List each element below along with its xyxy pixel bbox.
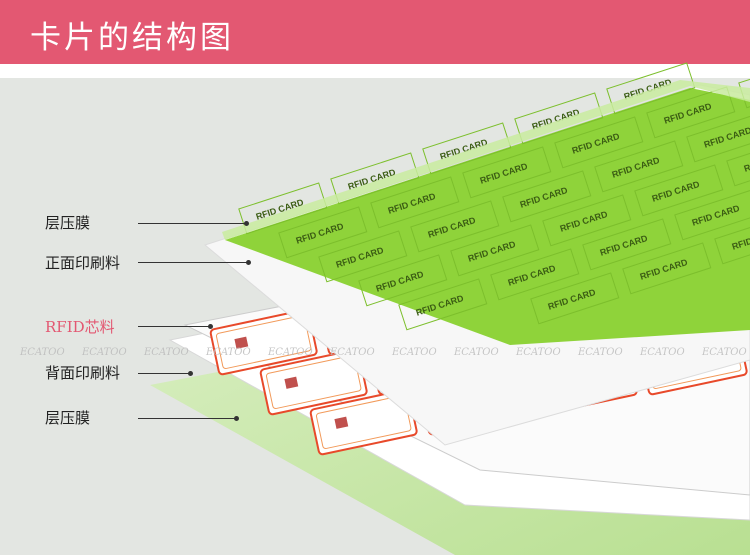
card-outline bbox=[370, 176, 460, 229]
card-outline bbox=[278, 206, 368, 259]
card-outline bbox=[514, 92, 604, 145]
leader-line-back-print bbox=[138, 373, 190, 374]
ecatoo-watermark: ECATOO bbox=[515, 347, 561, 358]
leader-dot-rfid-inlay bbox=[208, 324, 213, 329]
card-outline bbox=[726, 134, 750, 187]
leader-dot-bottom-laminate bbox=[234, 416, 239, 421]
card-outline bbox=[674, 188, 750, 241]
header-divider bbox=[0, 64, 750, 78]
leader-line-top-laminate bbox=[138, 223, 246, 224]
rfid-antenna-tile bbox=[209, 308, 318, 376]
card-outline bbox=[582, 218, 672, 271]
card-outline bbox=[646, 86, 736, 139]
ecatoo-watermark: ECATOO bbox=[701, 347, 747, 358]
ecatoo-watermark: ECATOO bbox=[639, 347, 685, 358]
antenna-coil-inner bbox=[215, 315, 312, 370]
ecatoo-watermark: ECATOO bbox=[329, 347, 375, 358]
rfid-chip bbox=[284, 376, 299, 389]
card-outline bbox=[410, 200, 500, 253]
ecatoo-watermark: ECATOO bbox=[453, 347, 499, 358]
ecatoo-watermark: ECATOO bbox=[19, 347, 65, 358]
label-front-print: 正面印刷料 bbox=[45, 254, 121, 272]
page-title: 卡片的结构图 bbox=[30, 20, 234, 56]
card-outline bbox=[238, 182, 328, 235]
card-outline bbox=[462, 146, 552, 199]
card-outline bbox=[622, 242, 712, 295]
card-outline bbox=[318, 230, 408, 283]
ecatoo-watermark: ECATOO bbox=[267, 347, 313, 358]
card-outline bbox=[554, 116, 644, 169]
card-outline bbox=[634, 164, 724, 217]
leader-dot-back-print bbox=[188, 371, 193, 376]
leader-dot-top-laminate bbox=[244, 221, 249, 226]
card-outline bbox=[490, 248, 580, 301]
ecatoo-watermark: ECATOO bbox=[81, 347, 127, 358]
ecatoo-watermark: ECATOO bbox=[205, 347, 251, 358]
ecatoo-watermark: ECATOO bbox=[143, 347, 189, 358]
leader-line-rfid-inlay bbox=[138, 326, 210, 327]
card-outline bbox=[358, 254, 448, 307]
leader-dot-front-print bbox=[246, 260, 251, 265]
card-outline bbox=[686, 110, 750, 163]
card-outline bbox=[398, 278, 488, 331]
card-outline bbox=[530, 272, 620, 325]
card-outline bbox=[422, 122, 512, 175]
label-rfid-inlay: RFID芯料 bbox=[45, 318, 115, 336]
header-bar: 卡片的结构图 bbox=[0, 0, 750, 64]
card-outline bbox=[542, 194, 632, 247]
label-top-laminate: 层压膜 bbox=[45, 214, 91, 232]
leader-line-front-print bbox=[138, 262, 248, 263]
leader-line-bottom-laminate bbox=[138, 418, 236, 419]
ecatoo-watermark: ECATOO bbox=[577, 347, 623, 358]
card-outline bbox=[594, 140, 684, 193]
card-outline bbox=[330, 152, 420, 205]
card-outline bbox=[450, 224, 540, 277]
card-outline bbox=[502, 170, 592, 223]
ecatoo-watermark: ECATOO bbox=[391, 347, 437, 358]
label-bottom-laminate: 层压膜 bbox=[45, 409, 91, 427]
rfid-chip bbox=[234, 336, 249, 349]
rfid-chip bbox=[334, 416, 349, 429]
label-back-print: 背面印刷料 bbox=[45, 364, 121, 382]
card-outline bbox=[714, 212, 750, 265]
card-outline bbox=[606, 62, 696, 115]
